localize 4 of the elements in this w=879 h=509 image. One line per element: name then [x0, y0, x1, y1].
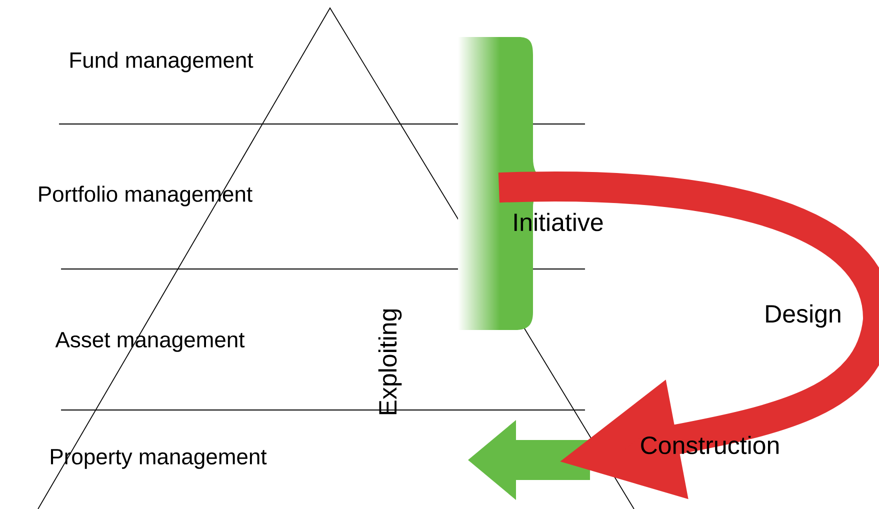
edge-label: Design [762, 302, 844, 330]
phase-label: Exploiting [378, 309, 402, 414]
arrow-shape [468, 420, 590, 500]
layer-label: Fund management [70, 52, 254, 72]
